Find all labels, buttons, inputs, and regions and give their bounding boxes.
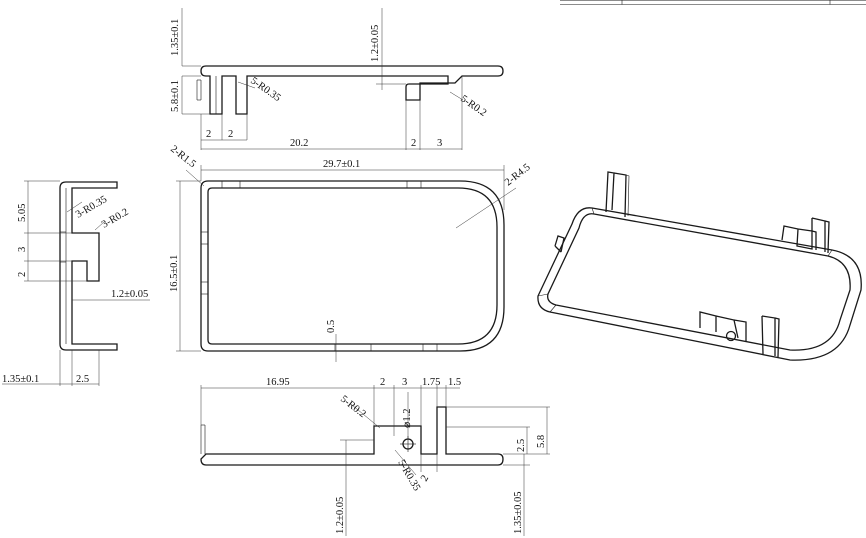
dim-top-spacing-left-b: 2 xyxy=(228,129,233,140)
dim-top-spacing-left-a: 2 xyxy=(206,129,211,140)
dim-plan-height: 16.5±0.1 xyxy=(169,255,180,292)
front-view: 16.95 2 3 1.75 1.5 5-R0.2 ⌀1.2 2.5 5.8 5… xyxy=(200,377,550,536)
iso-outer-outline xyxy=(537,207,862,361)
dim-front-w4: 1.5 xyxy=(448,377,461,388)
dim-plan-wall: 0.5 xyxy=(326,320,337,333)
top-view-outline xyxy=(200,65,504,115)
iso-left-tab xyxy=(554,235,565,253)
dim-front-hole: ⌀1.2 xyxy=(402,409,413,428)
dim-top-span: 20.2 xyxy=(290,138,308,149)
iso-back-tab-left xyxy=(605,171,627,218)
iso-front-right-tab xyxy=(761,315,780,358)
dim-front-thickness: 1.35±0.05 xyxy=(513,491,524,534)
top-view: 1.35±0.1 5.8±0.1 1.2±0.05 5-R0.35 5-R0.2… xyxy=(170,8,504,150)
dim-plan-width: 29.7±0.1 xyxy=(323,159,360,170)
dim-top-spacing-right-a: 2 xyxy=(411,138,416,149)
iso-inner-outline xyxy=(547,213,851,351)
dim-side-radius-2: 3-R0.2 xyxy=(100,207,131,231)
dim-side-h3: 2 xyxy=(17,272,28,277)
iso-front-tab xyxy=(699,311,717,332)
dim-front-w1: 2 xyxy=(380,377,385,388)
plan-view-inner-outline xyxy=(207,187,498,345)
isometric-view xyxy=(537,171,862,361)
dim-plan-corner-right: 2-R4.5 xyxy=(503,162,533,188)
dim-front-radius-b: 5-R0.35 xyxy=(395,458,422,493)
dim-front-tab-offset: 1.2±0.05 xyxy=(335,497,346,534)
side-view: 5.05 3 2 3-R0.35 3-R0.2 1.2±0.05 1.35±0.… xyxy=(2,180,150,386)
dim-side-radius-1: 3-R0.35 xyxy=(74,194,109,221)
dim-top-radius-right: 5-R0.2 xyxy=(458,93,488,119)
dim-side-thickness: 1.35±0.1 xyxy=(2,374,39,385)
plan-view: 29.7±0.1 16.5±0.1 2-R1.5 2-R4.5 0.5 xyxy=(168,144,533,362)
front-view-outline xyxy=(200,406,504,466)
dim-front-radius-a: 5-R0.2 xyxy=(338,394,368,420)
dim-side-tab-offset: 1.2±0.05 xyxy=(111,289,148,300)
dim-front-bottom-w: 2 xyxy=(419,473,431,483)
dim-top-radius-left: 5-R0.35 xyxy=(248,75,282,104)
dim-side-h1: 5.05 xyxy=(17,204,28,222)
plan-view-outer-outline xyxy=(200,180,505,352)
dim-side-tab-width: 2.5 xyxy=(76,374,89,385)
dim-top-tab-offset: 1.2±0.05 xyxy=(370,25,381,62)
dim-side-h2: 3 xyxy=(17,247,28,252)
dim-front-h-total: 5.8 xyxy=(536,435,547,448)
dim-front-w3: 1.75 xyxy=(422,377,440,388)
dim-top-tab-height: 5.8±0.1 xyxy=(170,80,181,112)
title-block-fragment xyxy=(560,0,866,5)
dim-front-h-a: 2.5 xyxy=(516,439,527,452)
dim-top-spacing-right-b: 3 xyxy=(437,138,442,149)
iso-back-tab-right xyxy=(781,225,817,250)
dim-front-offset: 16.95 xyxy=(266,377,290,388)
plan-view-tab-marks xyxy=(201,181,438,351)
dim-plan-corner-left: 2-R1.5 xyxy=(168,144,198,170)
dim-front-w2: 3 xyxy=(402,377,407,388)
dim-top-total-thickness: 1.35±0.1 xyxy=(170,19,181,56)
